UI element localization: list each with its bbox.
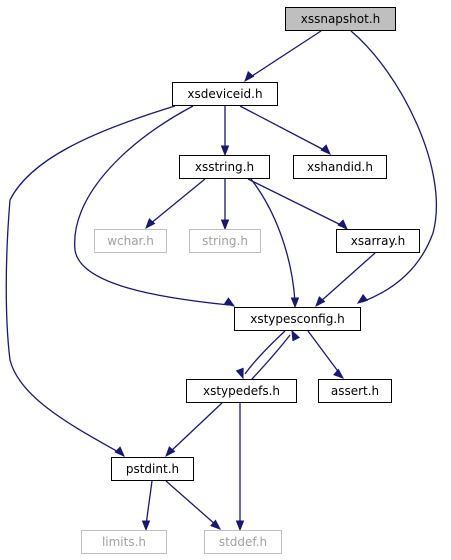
edge-line: [149, 178, 206, 225]
node-xsdeviceid[interactable]: xsdeviceid.h: [172, 82, 278, 106]
edge-xsdeviceid-to-pstdint: [5, 105, 176, 457]
node-string: string.h: [189, 229, 261, 253]
node-box: [189, 229, 261, 253]
node-limits: limits.h: [81, 530, 167, 554]
edge-xsstring-to-wchar: [145, 178, 206, 230]
edge-arrowhead: [220, 219, 230, 231]
edge-pstdint-to-limits: [141, 480, 153, 532]
node-label: pstdint.h: [126, 462, 179, 476]
edge-line: [350, 30, 438, 303]
edge-xstypedefs-to-stddef: [235, 403, 245, 532]
edge-xssnapshot-to-xstypesconfig: [350, 30, 438, 304]
edge-arrowhead: [223, 297, 236, 307]
node-stddef: stddef.h: [204, 530, 282, 554]
node-label: assert.h: [331, 384, 379, 398]
edge-xsstring-to-xstypesconfig: [250, 178, 300, 309]
node-box: [336, 229, 420, 253]
node-label: xsarray.h: [351, 234, 406, 248]
edge-xstypedefs-to-xstypesconfig: [251, 329, 301, 380]
edge-line: [248, 30, 322, 79]
edge-arrowhead: [145, 218, 156, 230]
edge-line: [74, 105, 230, 306]
edge-pstdint-to-stddef: [165, 480, 222, 530]
edges-layer: [5, 30, 438, 532]
node-label: wchar.h: [107, 234, 154, 248]
edge-xsdeviceid-to-xsstring: [220, 106, 230, 157]
edge-line: [5, 105, 176, 454]
node-xsstring[interactable]: xsstring.h: [179, 155, 270, 179]
node-label: limits.h: [102, 535, 146, 549]
edge-xstypesconfig-to-xstypedefs: [235, 330, 286, 380]
edge-arrowhead: [290, 297, 300, 309]
edge-arrowhead: [244, 71, 255, 83]
edge-line: [145, 480, 153, 526]
node-box: [293, 155, 387, 179]
edge-line: [169, 402, 223, 453]
node-xsarray[interactable]: xsarray.h: [336, 229, 420, 253]
edge-line: [247, 178, 344, 227]
edge-line: [319, 252, 376, 303]
edge-arrowhead: [333, 368, 345, 379]
edge-arrowhead: [114, 446, 125, 457]
edge-xsstring-to-string: [220, 179, 230, 231]
node-box: [81, 530, 167, 554]
node-label: xstypedefs.h: [203, 384, 280, 398]
node-xshandid[interactable]: xshandid.h: [293, 155, 387, 179]
edge-arrowhead: [165, 446, 176, 458]
edge-line: [165, 480, 217, 526]
edge-arrowhead: [315, 296, 326, 308]
node-box: [318, 379, 392, 403]
edge-arrowhead: [356, 293, 369, 304]
node-xstypesconfig[interactable]: xstypesconfig.h: [234, 307, 361, 331]
node-xssnapshot[interactable]: xssnapshot.h: [285, 7, 396, 31]
node-box: [111, 457, 194, 481]
edge-xssnapshot-to-xsdeviceid: [244, 30, 322, 83]
node-label: xsstring.h: [195, 160, 254, 174]
node-wchar: wchar.h: [94, 229, 167, 253]
edge-xstypedefs-to-pstdint: [165, 402, 223, 458]
node-box: [285, 7, 396, 31]
node-box: [94, 229, 167, 253]
edge-line: [244, 330, 286, 375]
node-box: [172, 82, 278, 106]
edge-arrowhead: [320, 144, 331, 155]
node-pstdint[interactable]: pstdint.h: [111, 457, 194, 481]
edge-xsdeviceid-to-xshandid: [239, 105, 331, 155]
edge-arrowhead: [210, 519, 222, 530]
edge-arrowhead: [235, 367, 244, 380]
edge-line: [239, 105, 327, 152]
edge-line: [250, 178, 296, 303]
edge-arrowhead: [141, 520, 151, 532]
edge-xstypesconfig-to-assert: [307, 330, 345, 379]
edge-xsdeviceid-to-xstypesconfig: [74, 105, 236, 307]
nodes-layer: xssnapshot.h xsdeviceid.h xsstring.h xshand…: [81, 7, 420, 554]
node-label: xsdeviceid.h: [187, 87, 262, 101]
node-box: [234, 307, 361, 331]
node-label: xshandid.h: [307, 160, 373, 174]
edge-arrowhead: [337, 219, 348, 230]
node-label: stddef.h: [219, 535, 267, 549]
node-label: string.h: [202, 234, 248, 248]
node-box: [204, 530, 282, 554]
node-xstypedefs[interactable]: xstypedefs.h: [186, 379, 297, 403]
edge-line: [251, 334, 291, 380]
edge-xsstring-to-xsarray: [247, 178, 348, 230]
edge-arrowhead: [220, 145, 230, 157]
node-box: [186, 379, 297, 403]
edge-arrowhead: [291, 329, 301, 342]
node-box: [179, 155, 270, 179]
edge-arrowhead: [235, 520, 245, 532]
node-label: xstypesconfig.h: [250, 312, 345, 326]
node-label: xssnapshot.h: [301, 12, 381, 26]
node-assert[interactable]: assert.h: [318, 379, 392, 403]
edge-xsarray-to-xstypesconfig: [315, 252, 376, 308]
edge-line: [307, 330, 341, 375]
